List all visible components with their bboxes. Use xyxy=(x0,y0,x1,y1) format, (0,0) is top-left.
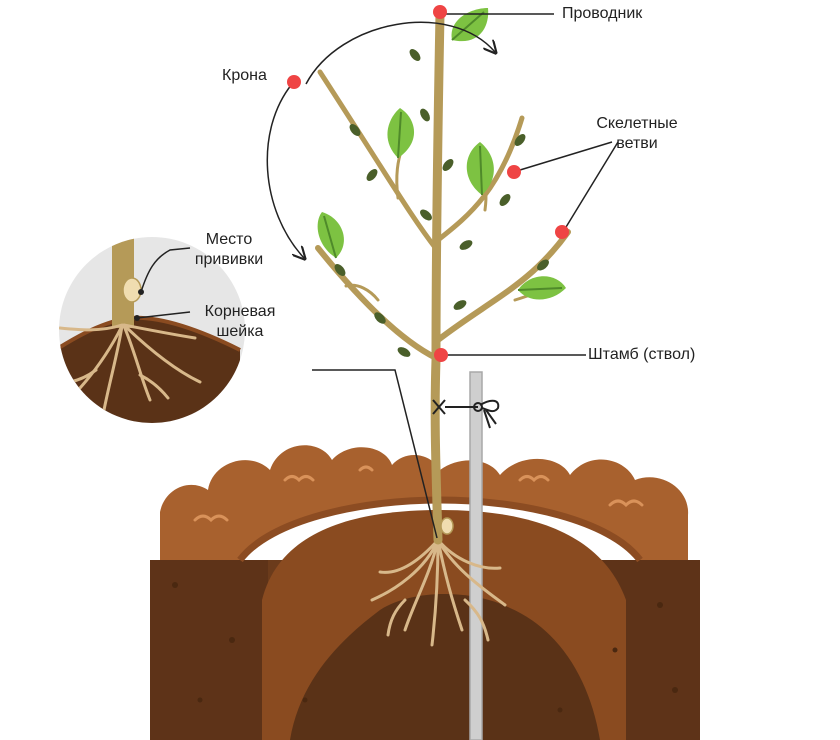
skeletal-line-1 xyxy=(519,141,613,171)
marker-dot-icon xyxy=(507,165,521,179)
trunk xyxy=(430,9,445,545)
tie-icon xyxy=(432,399,500,429)
markers xyxy=(287,5,569,362)
label-graft-site: Место прививки xyxy=(184,230,274,270)
marker-dot-icon xyxy=(555,225,569,239)
marker-dot-icon xyxy=(434,348,448,362)
leaf-icon xyxy=(517,276,566,300)
graft-mark xyxy=(440,517,454,535)
label-skeletal-line2: ветви xyxy=(616,135,658,152)
label-graft-line1: Место xyxy=(205,231,253,248)
soil-pit-fill xyxy=(290,593,600,740)
support-stake xyxy=(469,371,483,740)
skeletal-line-2 xyxy=(562,141,619,233)
soil-specks xyxy=(172,582,678,713)
label-root-collar-line1: Корневая xyxy=(204,303,276,320)
main-roots xyxy=(370,538,507,647)
crown-arrow-down xyxy=(266,83,304,258)
marker-dot-icon xyxy=(287,75,301,89)
soil-top-lumps xyxy=(160,445,689,560)
branch-right-high xyxy=(435,115,525,243)
label-skeletal-branches: Скелетные ветви xyxy=(582,114,692,154)
label-trunk: Штамб (ствол) xyxy=(588,346,696,363)
label-root-collar-line2: шейка xyxy=(216,323,264,340)
leaf-icon xyxy=(466,142,494,196)
branch-left-high xyxy=(317,69,440,253)
leaves xyxy=(317,8,566,300)
callout-lines xyxy=(136,13,619,539)
inset-dots xyxy=(134,289,144,321)
root-pointer-line xyxy=(312,369,438,539)
buds xyxy=(334,49,549,357)
collar-line xyxy=(136,311,191,319)
label-skeletal-line1: Скелетные xyxy=(596,115,678,132)
leaf-icon xyxy=(451,8,489,42)
label-root-collar: Корневая шейка xyxy=(192,302,288,342)
label-graft-line2: прививки xyxy=(194,251,264,268)
soil-left-face xyxy=(150,560,268,740)
leaf-icon xyxy=(387,108,415,159)
label-leader: Проводник xyxy=(562,5,643,22)
marker-dot-icon xyxy=(433,5,447,19)
soil-texture xyxy=(193,465,644,523)
graft-line xyxy=(140,247,191,293)
crown-arrow-right xyxy=(305,21,495,85)
label-crown: Крона xyxy=(222,67,267,84)
branch-right-low xyxy=(435,229,571,343)
leaf-icon xyxy=(317,212,344,259)
inset-detail xyxy=(59,237,245,423)
